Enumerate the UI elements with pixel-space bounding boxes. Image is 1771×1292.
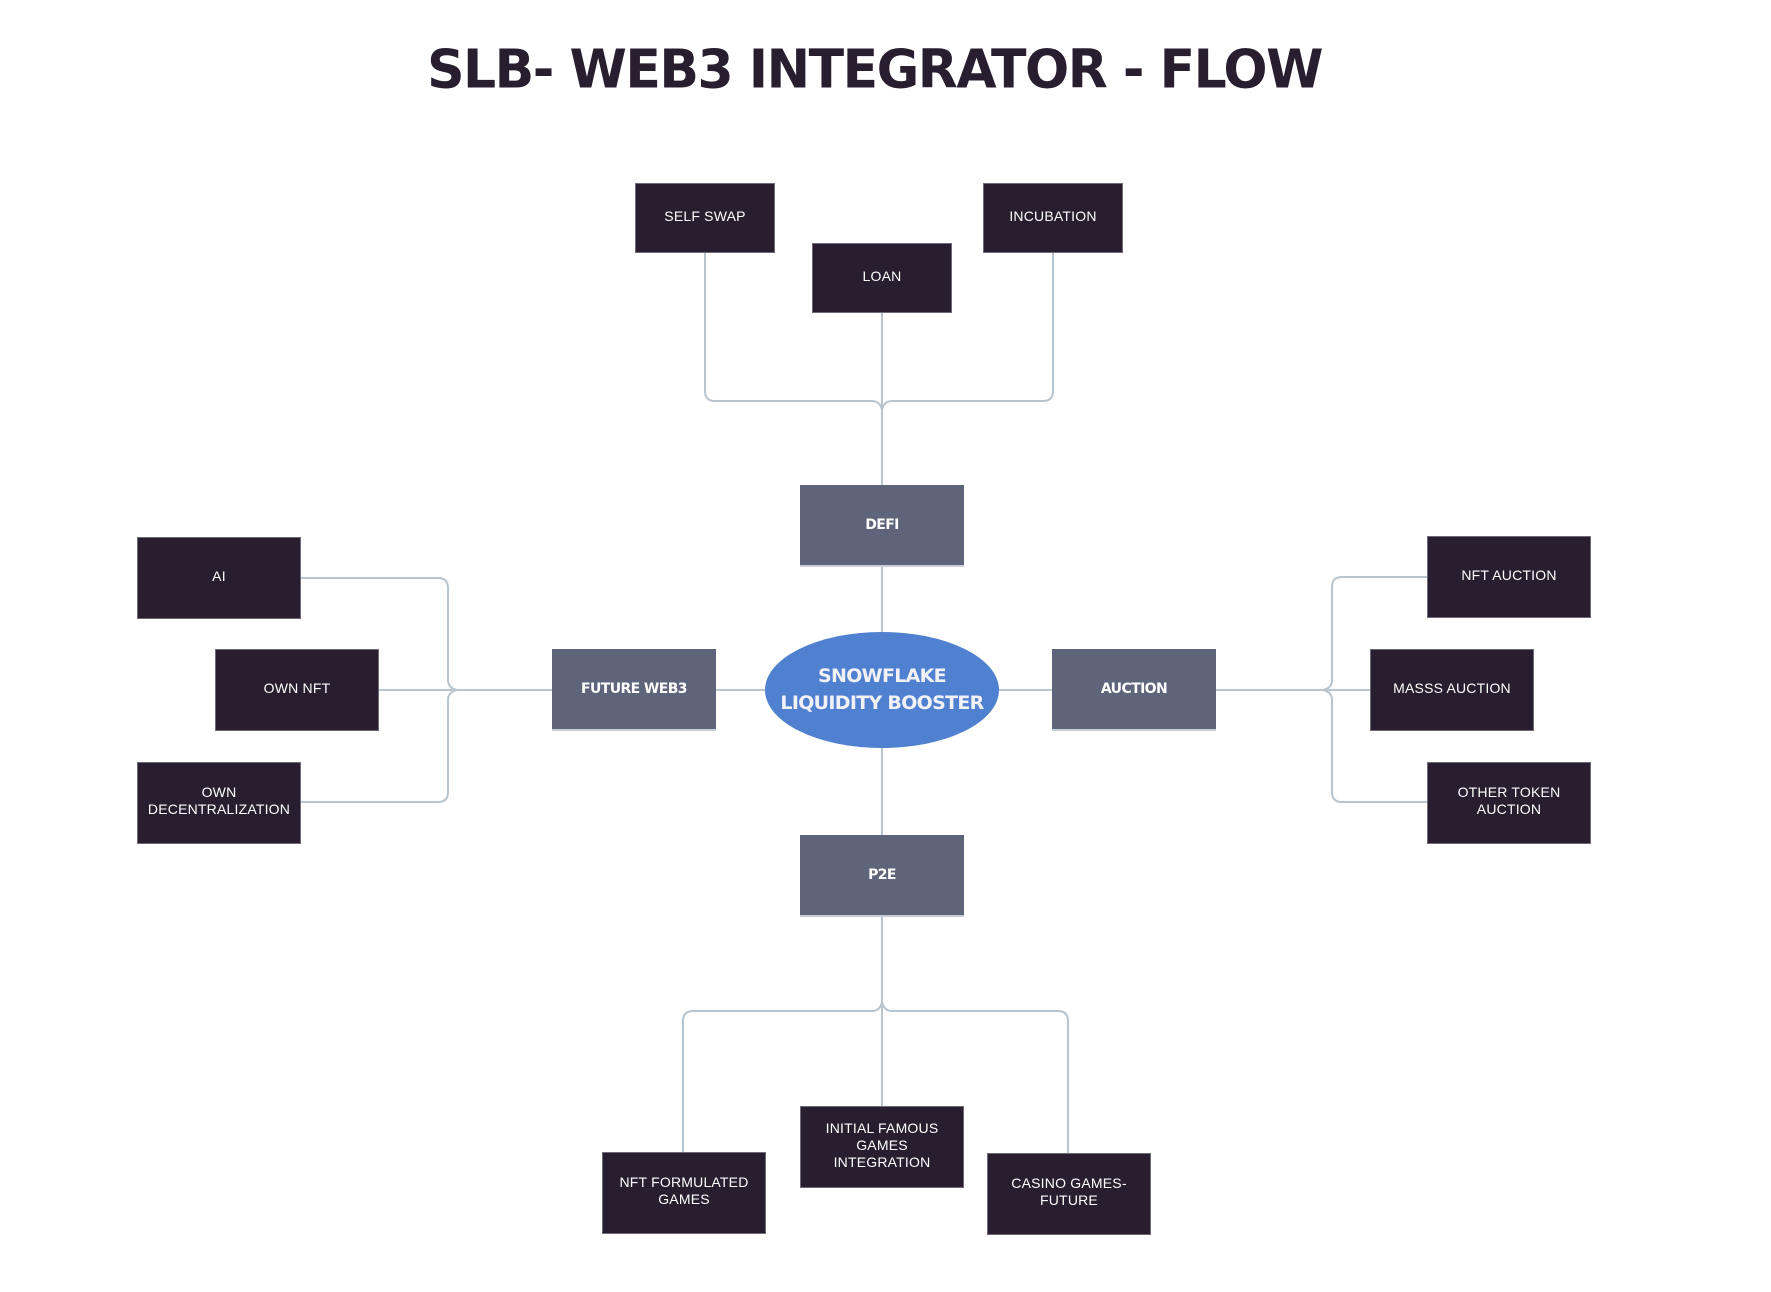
node-other-token-auction: OTHER TOKEN AUCTION — [1427, 762, 1591, 844]
node-label: OTHER TOKEN AUCTION — [1457, 784, 1561, 817]
node-self-swap: SELF SWAP — [635, 183, 775, 253]
connector-ai — [299, 577, 458, 691]
node-nft-formulated-games: NFT FORMULATED GAMES — [602, 1152, 766, 1234]
category-auction: AUCTION — [1052, 649, 1216, 731]
connector-casino — [881, 1001, 1069, 1154]
connector-incubation — [881, 252, 1054, 411]
node-label: INCUBATION — [1009, 207, 1097, 224]
connector-own-decentralization — [299, 689, 458, 803]
node-label: INITIAL FAMOUS GAMES INTEGRATION — [825, 1119, 939, 1170]
category-label: AUCTION — [1100, 680, 1168, 697]
node-label: AI — [212, 567, 226, 584]
connector-nft-formulated — [682, 1001, 883, 1153]
category-future-web3: FUTURE WEB3 — [552, 649, 716, 731]
connector-self-swap — [704, 252, 883, 411]
node-ai: AI — [137, 537, 301, 619]
connector-nft-auction — [1322, 576, 1428, 691]
node-label: CASINO GAMES- FUTURE — [1011, 1175, 1127, 1208]
category-defi: DEFI — [800, 485, 964, 567]
hub-label-line2: LIQUIDITY BOOSTER — [780, 692, 984, 714]
node-label: NFT FORMULATED GAMES — [619, 1174, 749, 1207]
node-initial-famous-games-integration: INITIAL FAMOUS GAMES INTEGRATION — [800, 1106, 964, 1188]
category-label: P2E — [868, 866, 896, 883]
node-own-nft: OWN NFT — [215, 649, 379, 731]
hub-label-line1: SNOWFLAKE — [818, 665, 947, 687]
diagram-title: SLB- WEB3 INTEGRATOR - FLOW — [427, 39, 1323, 101]
node-masss-auction: MASSS AUCTION — [1370, 649, 1534, 731]
node-casino-games-future: CASINO GAMES- FUTURE — [987, 1153, 1151, 1235]
category-p2e: P2E — [800, 835, 964, 917]
node-label: LOAN — [862, 267, 902, 284]
node-label: SELF SWAP — [664, 207, 746, 224]
node-label: MASSS AUCTION — [1393, 679, 1511, 696]
node-incubation: INCUBATION — [983, 183, 1123, 253]
hub-snowflake-liquidity-booster: SNOWFLAKE LIQUIDITY BOOSTER — [765, 632, 999, 748]
node-label: OWN DECENTRALIZATION — [147, 784, 291, 817]
node-nft-auction: NFT AUCTION — [1427, 536, 1591, 618]
node-loan: LOAN — [812, 243, 952, 313]
node-label: OWN NFT — [263, 679, 331, 696]
node-label: NFT AUCTION — [1461, 566, 1557, 583]
node-own-decentralization: OWN DECENTRALIZATION — [137, 762, 301, 844]
category-label: FUTURE WEB3 — [581, 680, 687, 697]
connector-other-token-auction — [1322, 689, 1428, 803]
category-label: DEFI — [865, 516, 899, 533]
